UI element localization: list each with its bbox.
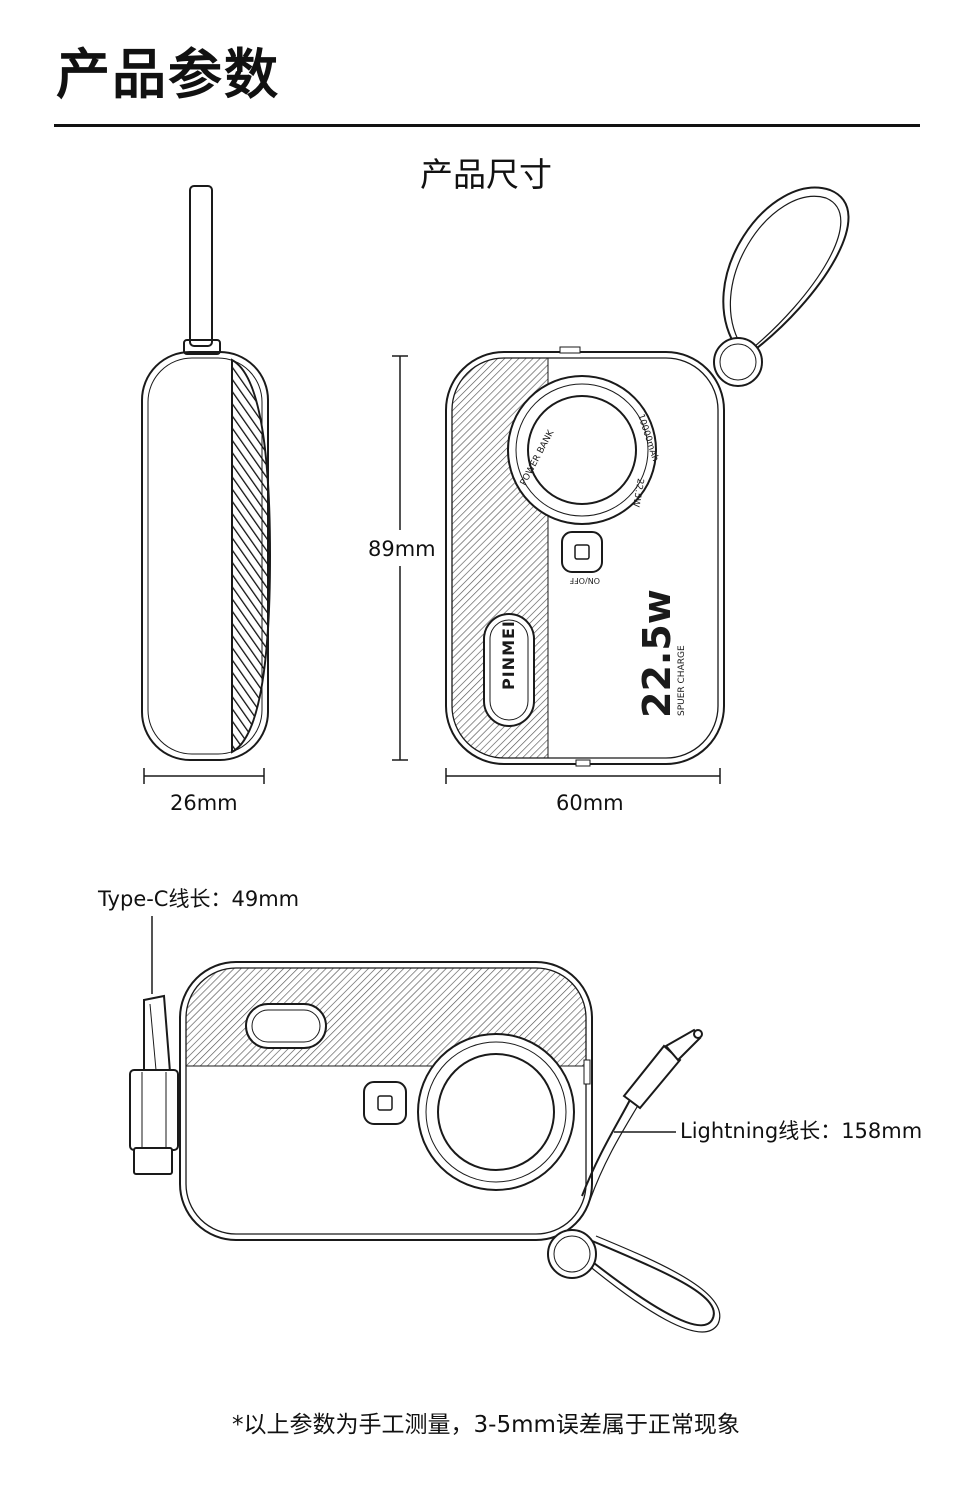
brand-logo-plate xyxy=(483,613,535,727)
cable-view-logo-plate xyxy=(245,1003,327,1049)
brand-logo-text: PINMEI xyxy=(499,620,518,690)
lightning-length-label: Lightning线长：158mm xyxy=(680,1119,923,1143)
front-lanyard-loop xyxy=(722,186,850,353)
front-lanyard-bead xyxy=(713,337,763,387)
height-dimension-line xyxy=(392,355,408,761)
width-dimension-line xyxy=(445,768,721,784)
lightning-cable xyxy=(581,1095,633,1197)
section-title: 产品尺寸 xyxy=(420,155,552,194)
cable-view-ring-inner xyxy=(437,1053,555,1171)
width-label: 60mm xyxy=(556,791,624,815)
typec-cable xyxy=(143,994,172,1076)
ring-text-bottom: 22.5W xyxy=(630,477,645,507)
page-title: 产品参数 xyxy=(56,43,280,106)
magnetic-ring-inner xyxy=(527,395,637,505)
front-view xyxy=(445,186,850,767)
typec-plug xyxy=(133,1147,173,1175)
front-power-button xyxy=(561,531,603,573)
height-label: 89mm xyxy=(368,537,436,561)
side-view-cable xyxy=(189,185,213,347)
typec-length-label: Type-C线长：49mm xyxy=(98,887,300,911)
side-view-grip xyxy=(231,358,272,754)
power-rating-big: 22.5w xyxy=(635,589,679,718)
thickness-label: 26mm xyxy=(170,791,238,815)
cable-view-lanyard xyxy=(579,1239,715,1327)
power-button-label: ON/OFF xyxy=(569,576,600,585)
cable-view xyxy=(129,916,721,1333)
measurement-footnote: *以上参数为手工测量，3-5mm误差属于正常现象 xyxy=(232,1412,740,1438)
power-rating-sub: SPUER CHARGE xyxy=(677,645,687,716)
cable-view-power-button xyxy=(363,1081,407,1125)
side-view-cable-collar xyxy=(183,339,221,355)
typec-connector xyxy=(129,1069,179,1151)
thickness-dimension-line xyxy=(143,768,265,784)
side-view xyxy=(141,185,272,761)
lightning-connector xyxy=(622,1044,682,1110)
cable-view-lanyard-bead xyxy=(547,1229,597,1279)
title-divider xyxy=(54,124,920,127)
